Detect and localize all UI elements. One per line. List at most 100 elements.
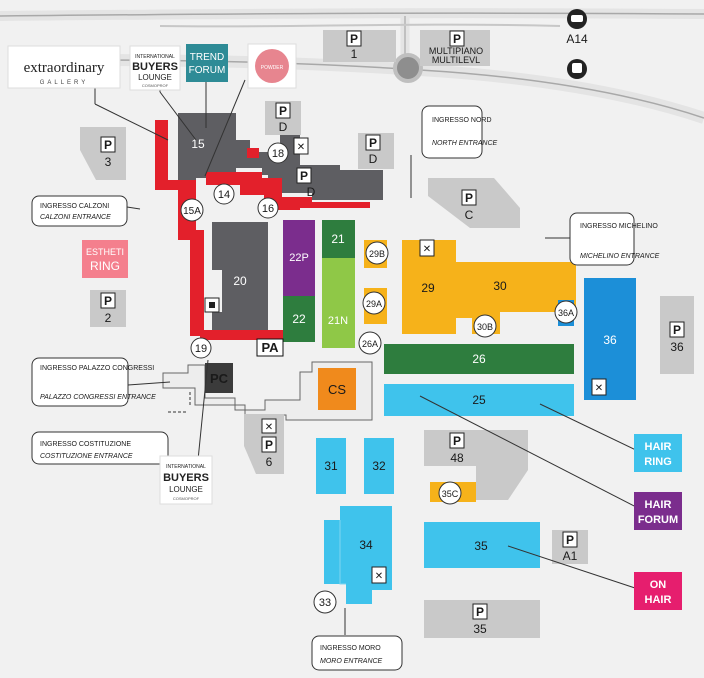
hall-29b-marker[interactable] (365, 241, 389, 265)
svg-text:C: C (465, 208, 474, 222)
svg-text:P: P (453, 434, 461, 448)
coffee-icon (204, 297, 220, 313)
svg-text:P: P (465, 191, 473, 205)
hall-31 (316, 438, 346, 494)
hall-35c-marker[interactable] (438, 481, 462, 505)
hall-15a-marker[interactable] (180, 198, 204, 222)
restaurant-icon: ✕ (261, 418, 277, 434)
svg-text:extraordinary: extraordinary (24, 60, 105, 76)
pa-label: PA (261, 340, 279, 355)
svg-text:✕: ✕ (423, 244, 431, 255)
entrance-nord[interactable]: INGRESSO NORD NORTH ENTRANCE (421, 105, 498, 159)
entrance-costituzione[interactable]: INGRESSO COSTITUZIONE COSTITUZIONE ENTRA… (31, 431, 169, 465)
car-icon (567, 9, 587, 29)
svg-text:P: P (453, 32, 461, 46)
buyers-lounge-logo-bottom: INTERNATIONAL BUYERS LOUNGE COSMOPROF (159, 455, 213, 505)
hall-36a-marker[interactable] (554, 300, 578, 324)
parking-c: P C (428, 178, 520, 228)
hall-25-label: 25 (472, 393, 486, 407)
hall-16-label: 16 (262, 203, 274, 215)
svg-text:NORTH ENTRANCE: NORTH ENTRANCE (432, 140, 498, 147)
svg-text:P: P (566, 533, 574, 547)
svg-text:FORUM: FORUM (189, 65, 226, 76)
hall-34-label: 34 (359, 538, 373, 552)
svg-text:INTERNATIONAL: INTERNATIONAL (135, 54, 175, 60)
svg-text:HAIR: HAIR (645, 499, 672, 511)
hall-32-label: 32 (372, 459, 386, 473)
hall-16-marker[interactable] (257, 197, 279, 219)
svg-text:P: P (350, 32, 358, 46)
svg-text:P: P (265, 438, 273, 452)
svg-text:POWDER: POWDER (261, 65, 284, 71)
hall-29a-marker[interactable] (362, 291, 386, 315)
hall-18-marker[interactable] (267, 142, 289, 164)
hall-21n-label: 21N (328, 315, 348, 327)
svg-text:✕: ✕ (265, 422, 273, 433)
svg-text:MORO ENTRANCE: MORO ENTRANCE (320, 658, 383, 665)
svg-text:✕: ✕ (595, 383, 603, 394)
highway-label: A14 (566, 32, 588, 46)
hall-33-marker[interactable] (313, 590, 337, 614)
svg-text:D: D (369, 152, 378, 166)
parking-multilevel: P MULTIPIANO MULTILEVL (420, 30, 490, 66)
trend-forum-logo: TREND FORUM (186, 44, 228, 82)
svg-text:INGRESSO NORD: INGRESSO NORD (432, 117, 492, 124)
parking-a1: P A1 (552, 530, 588, 564)
entrance-calzoni[interactable]: INGRESSO CALZONI CALZONI ENTRANCE (31, 195, 128, 227)
hall-19-marker[interactable] (190, 337, 212, 359)
hall-30-label: 30 (493, 279, 507, 293)
restaurant-icon: ✕ (419, 239, 435, 257)
hall-35c-label: 35C (442, 489, 459, 499)
hall-29-30 (402, 240, 576, 334)
entrance-moro[interactable]: INGRESSO MORO MORO ENTRANCE (311, 635, 403, 671)
hall-30b-marker[interactable] (473, 314, 497, 338)
svg-text:6: 6 (266, 455, 273, 469)
hall-25 (384, 384, 574, 416)
svg-text:INGRESSO PALAZZO CONGRESSI: INGRESSO PALAZZO CONGRESSI (40, 365, 154, 372)
hall-32 (364, 438, 394, 494)
parking-48: P 48 (424, 430, 528, 500)
hall-21n (322, 258, 355, 348)
parking-36: P 36 (660, 296, 694, 374)
entrance-palazzo[interactable]: INGRESSO PALAZZO CONGRESSI PALAZZO CONGR… (31, 357, 156, 407)
svg-text:LOUNGE: LOUNGE (169, 485, 203, 494)
hall-22p (283, 220, 315, 296)
svg-text:MICHELINO ENTRANCE: MICHELINO ENTRANCE (580, 253, 660, 260)
hair-forum-logo: HAIR FORUM (634, 492, 682, 530)
hall-29b-label: 29B (369, 249, 385, 259)
svg-text:P: P (300, 169, 308, 183)
parking-3: P 3 (80, 127, 126, 180)
restaurant-icon: ✕ (293, 137, 309, 155)
hall-33-label: 33 (319, 597, 331, 609)
hall-22-label: 22 (292, 312, 306, 326)
svg-text:FORUM: FORUM (638, 514, 678, 526)
hall-14-marker[interactable] (213, 183, 235, 205)
svg-text:P: P (369, 136, 377, 150)
hall-35 (424, 522, 540, 568)
esthetic-ring-logo: ESTHETI RING (82, 240, 128, 278)
entrance-michelino[interactable]: INGRESSO MICHELINO MICHELINO ENTRANCE (569, 212, 660, 266)
parking-1: P 1 (323, 30, 396, 62)
svg-text:RING: RING (644, 456, 672, 468)
svg-text:36: 36 (670, 340, 684, 354)
svg-text:COSTITUZIONE ENTRANCE: COSTITUZIONE ENTRANCE (40, 453, 133, 460)
extraordinary-gallery-logo: extraordinary GALLERY (7, 45, 121, 89)
leader-lines (94, 79, 643, 635)
train-icon (567, 59, 587, 79)
hall-26a-marker[interactable] (358, 331, 382, 355)
parking-d-mid: P D (296, 167, 316, 199)
hall-14-label: 14 (218, 189, 230, 201)
svg-text:COSMOPROF: COSMOPROF (142, 83, 169, 88)
on-hair-logo: ON HAIR (634, 572, 682, 610)
svg-text:TREND: TREND (190, 52, 224, 63)
svg-text:35: 35 (473, 622, 487, 636)
heart-logo: POWDER (247, 43, 297, 89)
svg-text:INTERNATIONAL: INTERNATIONAL (166, 464, 206, 470)
hall-26 (384, 344, 574, 374)
svg-text:INGRESSO MICHELINO: INGRESSO MICHELINO (580, 223, 658, 230)
hall-26a-label: 26A (362, 339, 378, 349)
hall-21 (322, 220, 355, 258)
svg-text:MULTILEVL: MULTILEVL (432, 55, 480, 65)
hall-22p-label: 22P (289, 252, 309, 264)
